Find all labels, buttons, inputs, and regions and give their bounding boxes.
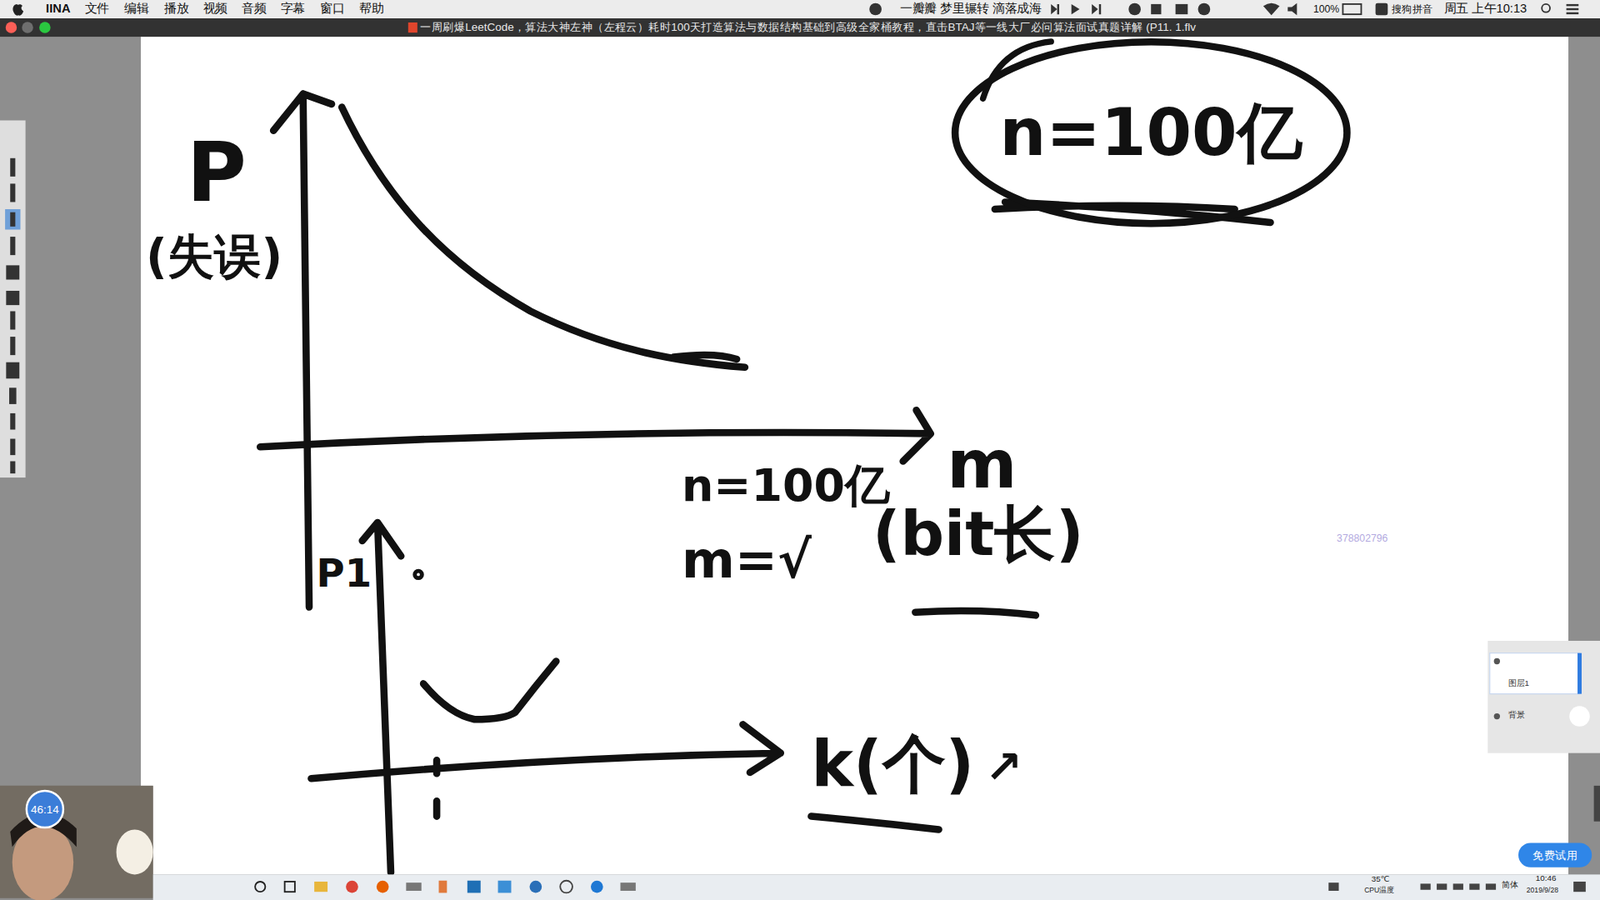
eye-icon [1494, 713, 1500, 720]
app-menu: IINA [45, 1, 70, 15]
menu-item: 字幕 [280, 1, 305, 15]
p-axis [273, 94, 332, 608]
axis-label: P [186, 128, 247, 219]
handwritten-note: n=100亿 [1000, 96, 1303, 169]
temperature: 35℃ [1371, 875, 1390, 885]
title-bar [0, 18, 1600, 37]
layer-row [1490, 653, 1580, 695]
window-title: 一周刷爆LeetCode，算法大神左神（左程云）耗时100天打造算法与数据结构基… [420, 20, 1195, 33]
menu-item: 视频 [203, 1, 228, 15]
axis-label: (失误) [145, 230, 283, 283]
error-curve [341, 107, 745, 368]
timer-text: 46:14 [30, 803, 60, 816]
ellipse-stroke [983, 41, 1052, 99]
timer-badge [26, 790, 64, 828]
apple-logo [12, 4, 24, 16]
trial-button [1518, 842, 1592, 867]
now-playing: 一瓣瓣 梦里辗转 滴落成海 [900, 1, 1042, 15]
axis-label: P1 [316, 553, 372, 596]
handwritten-note: ↗ [985, 742, 1023, 792]
layer-name: 图层1 [1508, 680, 1530, 690]
input-method: 搜狗拼音 [1391, 3, 1433, 15]
menu-clock: 周五 上午10:13 [1444, 1, 1528, 15]
ink-dot [416, 572, 421, 577]
handwritten-note: m=√ [681, 532, 812, 589]
menu-bar [0, 0, 1600, 19]
whiteboard [140, 36, 1569, 875]
axis-label: m [946, 428, 1017, 503]
tool-panel [0, 120, 26, 478]
handwriting-strokes [260, 37, 1323, 873]
taskbar-date: 2019/9/28 [1526, 886, 1559, 895]
axis-label: (bit长) [872, 500, 1085, 568]
webcam-lamp [116, 830, 154, 875]
menu-item: 窗口 [320, 1, 345, 15]
circled-note: n=100亿 [950, 37, 1351, 228]
battery-level: 100% [1313, 3, 1340, 15]
sensor-name: CPU温度 [1364, 886, 1394, 895]
layer-selection [1577, 653, 1582, 695]
tool-icons [5, 158, 20, 474]
axis-label: k(个) [810, 730, 975, 800]
minimize-button [21, 21, 33, 33]
menu-item: 帮助 [359, 1, 384, 15]
k-axis [310, 724, 780, 779]
axis-tick [433, 760, 441, 816]
menu-item: 编辑 [124, 1, 149, 15]
menu-item: 音频 [241, 1, 266, 15]
ime-mode: 简体 [1501, 881, 1519, 891]
menu-item: 文件 [85, 1, 110, 15]
ellipse-stroke [955, 41, 1347, 224]
watermark: 378802796 [1336, 532, 1388, 544]
scroll-handle [1594, 785, 1600, 822]
layer-panel [1487, 640, 1600, 754]
k-underline [810, 816, 939, 830]
p1-curve [423, 660, 556, 720]
background-swatch [1569, 705, 1590, 726]
button-text: 免费试用 [1532, 849, 1578, 862]
menu-item: 播放 [164, 1, 189, 15]
file-icon [408, 22, 418, 33]
taskbar [153, 874, 1600, 900]
layer-name: 背景 [1508, 710, 1525, 720]
bit-underline [915, 610, 1035, 615]
handwritten-note: n=100亿 [681, 460, 890, 510]
zoom-button [39, 21, 50, 33]
taskbar-clock: 10:46 [1535, 874, 1557, 884]
close-button [5, 21, 17, 33]
eye-icon [1494, 658, 1500, 665]
m-axis [260, 410, 930, 461]
